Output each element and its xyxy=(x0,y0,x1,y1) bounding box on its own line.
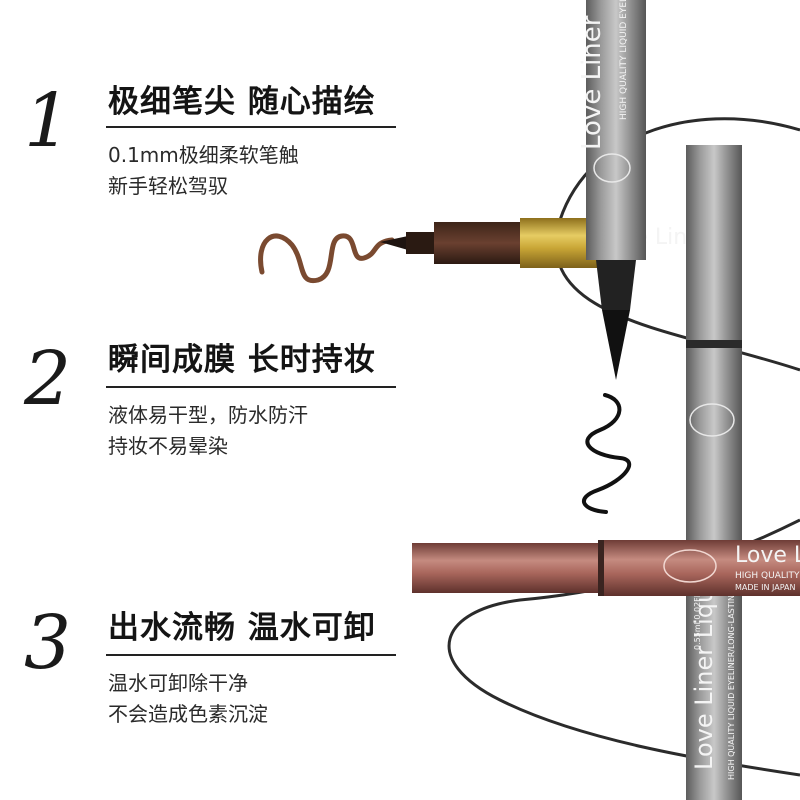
silver-pen-second: Love Liner Liquid HIGH QUALITY LIQUID EY… xyxy=(686,145,742,800)
feature-description: 0.1mm极细柔软笔触 新手轻松驾驭 xyxy=(108,140,299,202)
silver-long-brand-text: Love Liner Liquid xyxy=(690,566,718,770)
feature-divider xyxy=(106,386,396,388)
feature-divider xyxy=(106,126,396,128)
feature-title: 出水流畅 温水可卸 xyxy=(108,610,376,646)
silver-long-quality-text: HIGH QUALITY LIQUID EYELINER/LONG-LASTIN… xyxy=(727,589,736,780)
feature-divider xyxy=(106,654,396,656)
feature-number: 2 xyxy=(24,336,72,422)
feature-description-line: 温水可卸除干净 xyxy=(108,671,248,695)
feature-description-line: 新手轻松驾驭 xyxy=(108,174,228,198)
feature-description-line: 不会造成色素沉淀 xyxy=(108,702,268,726)
black-zigzag-stroke xyxy=(582,393,632,514)
feature-number: 3 xyxy=(24,600,72,686)
rose-pen-origin-text: MADE IN JAPAN xyxy=(735,583,795,592)
silver-pen-top: Love Liner HIGH QUALITY LIQUID EYELINER xyxy=(577,0,646,380)
feature-number: 1 xyxy=(24,78,72,164)
rose-pen-quality-text: HIGH QUALITY LIQUID EYELINER xyxy=(735,571,800,581)
silver-top-quality-text: HIGH QUALITY LIQUID EYELINER xyxy=(619,0,629,120)
silver-long-volume-text: 0.55ml 0.02FL.OZ. xyxy=(693,576,702,650)
feature-description-line: 液体易干型，防水防汗 xyxy=(108,403,308,427)
feature-description: 温水可卸除干净 不会造成色素沉淀 xyxy=(108,668,268,730)
gold-pen: Love Liner xyxy=(380,218,711,268)
silver-top-brand-text: Love Liner xyxy=(577,15,607,150)
feature-title: 瞬间成膜 长时持妆 xyxy=(108,342,376,378)
rose-pen: Love Liner HIGH QUALITY LIQUID EYELINER … xyxy=(412,540,800,596)
brown-squiggle-stroke xyxy=(258,233,395,284)
rose-pen-brand-text: Love Liner xyxy=(735,543,800,568)
feature-description-line: 持妆不易晕染 xyxy=(108,434,228,458)
feature-title: 极细笔尖 随心描绘 xyxy=(108,84,376,120)
feature-description-line: 0.1mm极细柔软笔触 xyxy=(108,143,299,167)
feature-description: 液体易干型，防水防汗 持妆不易晕染 xyxy=(108,400,308,462)
